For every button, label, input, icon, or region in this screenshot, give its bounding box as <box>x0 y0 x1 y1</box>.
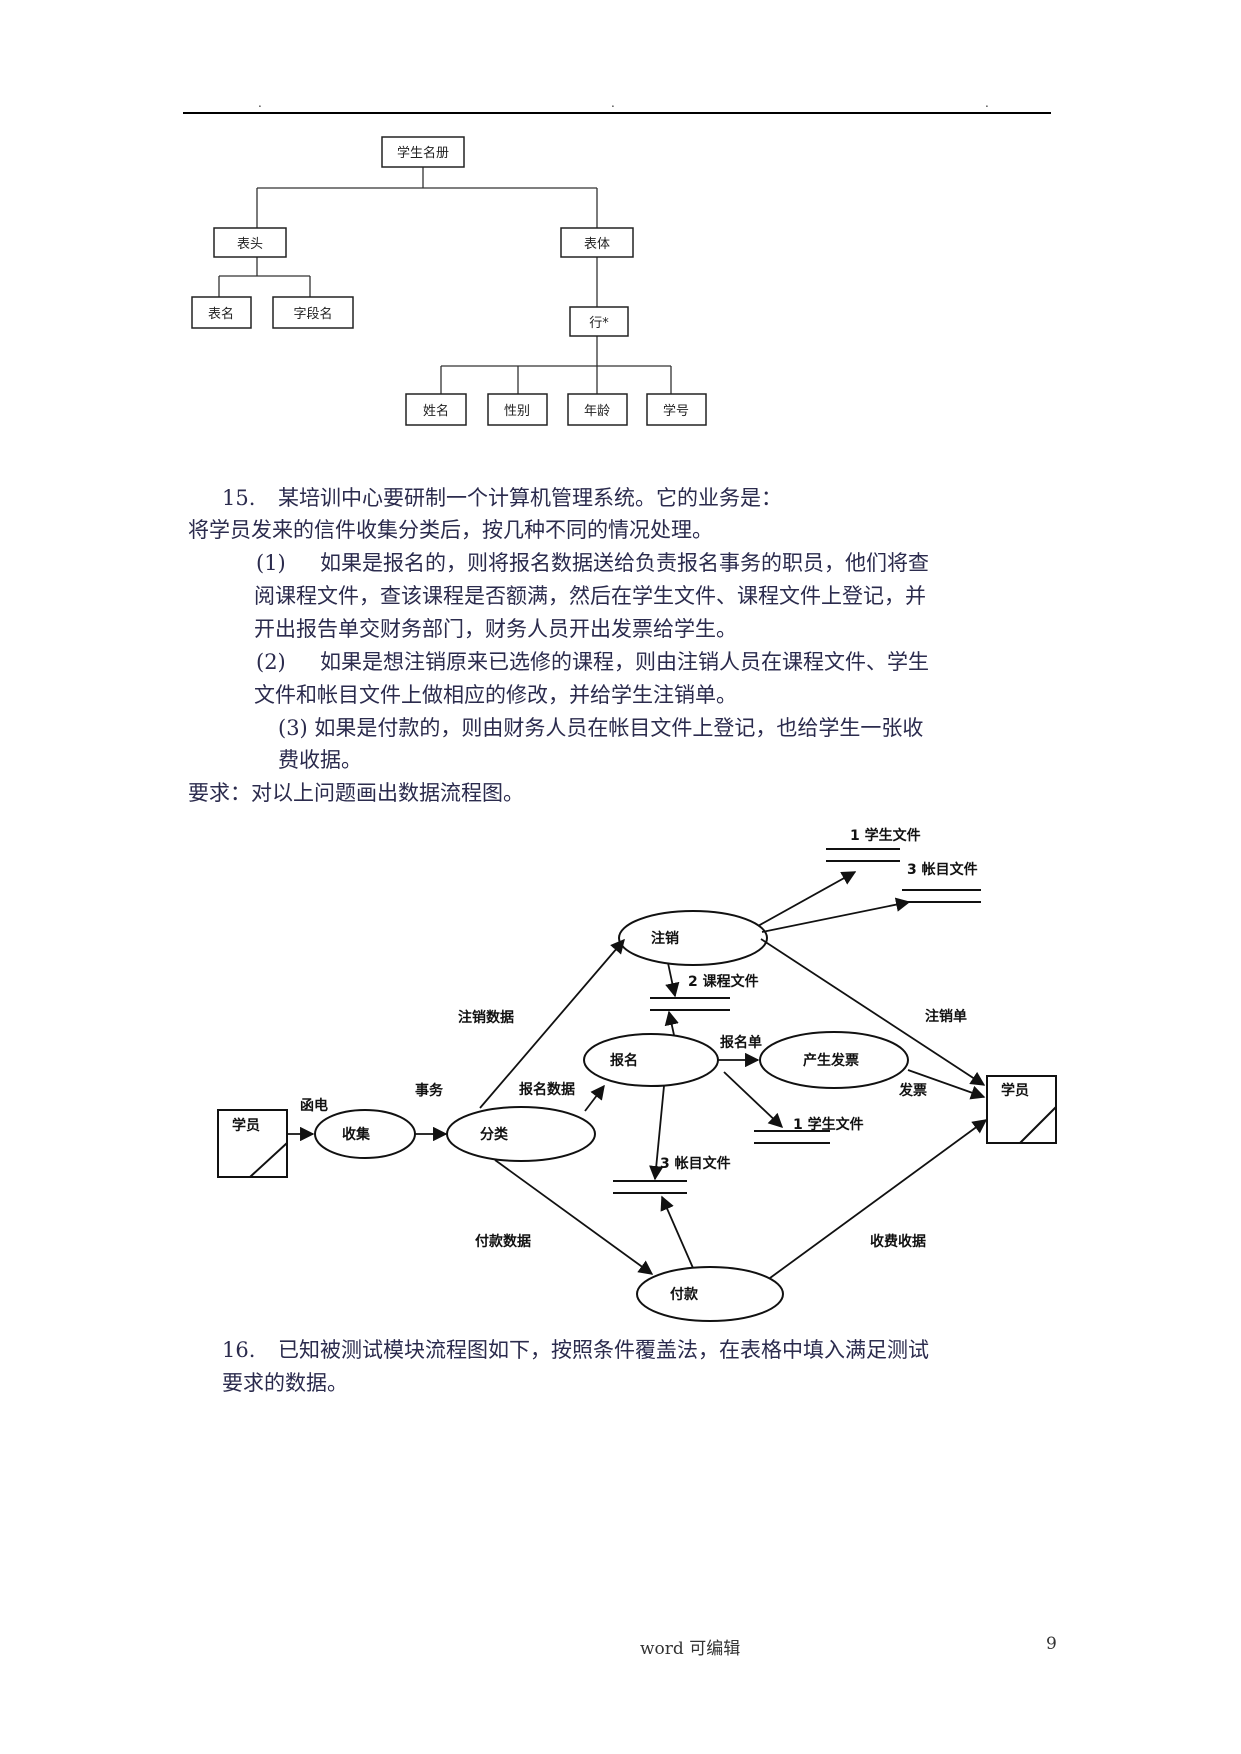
tree-gender-box <box>487 393 548 426</box>
tree-id-box <box>646 393 707 426</box>
q15-item2-line2: 文件和帐目文件上做相应的修改，并给学生注销单。 <box>254 683 737 707</box>
q15-item3-line1: (3) 如果是付款的，则由财务人员在帐目文件上登记，也给学生一张收 <box>278 716 924 740</box>
tree-root-box <box>381 136 465 168</box>
store-course-file: 2 课程文件 <box>688 973 759 990</box>
cancel-label: 注销 <box>651 930 679 947</box>
q15-item1-line3: 开出报告单交财务部门，财务人员开出发票给学生。 <box>254 617 737 641</box>
tree-header-label: 表头 <box>237 237 263 252</box>
footer-text: word 可编辑 <box>640 1639 741 1659</box>
tree-row-label: 行* <box>589 316 609 331</box>
tree-root-label: 学生名册 <box>397 145 449 161</box>
store-account-file-mid: 3 帐目文件 <box>660 1155 731 1172</box>
pay-label: 付款 <box>670 1286 699 1303</box>
flow-label-pay-data: 付款数据 <box>475 1233 531 1250</box>
student-entity-right-label: 学员 <box>1001 1082 1029 1099</box>
header-rule <box>183 112 1051 114</box>
header-dot: . <box>258 96 262 110</box>
flow-label-invoice: 发票 <box>898 1082 927 1099</box>
store-account-file-top: 3 帐目文件 <box>907 861 978 878</box>
page-number: 9 <box>1046 1634 1057 1654</box>
classify-label: 分类 <box>480 1126 509 1143</box>
tree-age-label: 年龄 <box>584 404 610 419</box>
flow-label-letter: 函电 <box>300 1097 328 1114</box>
q15-line2: 将学员发来的信件收集分类后，按几种不同的情况处理。 <box>188 518 713 542</box>
q15-item1-line1: 如果是报名的，则将报名数据送给负责报名事务的职员，他们将查 <box>320 551 929 575</box>
tree-id-label: 学号 <box>663 403 689 419</box>
q15-item1-line2: 阅课程文件，查该课程是否额满，然后在学生文件、课程文件上登记，并 <box>254 584 926 608</box>
q16-line1: 已知被测试模块流程图如下，按照条件覆盖法，在表格中填入满足测试 <box>278 1338 929 1362</box>
q16-number: 16. <box>222 1338 256 1362</box>
student-entity-right <box>986 1075 1057 1144</box>
tree-row-box <box>569 306 629 337</box>
register-process <box>583 1033 719 1087</box>
tree-tablename-label: 表名 <box>208 306 234 322</box>
tree-gender-label: 性别 <box>504 404 530 419</box>
flow-label-cancel-data: 注销数据 <box>458 1009 514 1026</box>
student-roster-tree: 学生名册 表头 表体 表名 字段名 行* 姓名 性别 年龄 学号 <box>191 136 707 426</box>
cancel-process <box>618 910 768 966</box>
student-entity-left-label: 学员 <box>232 1117 260 1134</box>
q15-requirement: 要求：对以上问题画出数据流程图。 <box>188 781 524 805</box>
tree-name-box <box>405 393 467 426</box>
header-dot: . <box>985 96 989 110</box>
invoice-label: 产生发票 <box>803 1052 859 1069</box>
q15-line1: 某培训中心要研制一个计算机管理系统。它的业务是： <box>278 486 782 510</box>
q15-item1-number: (1) <box>256 551 286 575</box>
q16-line2: 要求的数据。 <box>222 1371 348 1395</box>
classify-process <box>446 1106 596 1162</box>
flow-label-receipt: 收费收据 <box>870 1233 926 1250</box>
tree-tablename-box <box>191 296 252 329</box>
header-dot: . <box>611 96 615 110</box>
tree-header-box <box>213 227 287 258</box>
student-entity-left <box>217 1109 288 1178</box>
q15-item2-line1: 如果是想注销原来已选修的课程，则由注销人员在课程文件、学生 <box>320 650 929 674</box>
tree-fieldname-box <box>272 296 354 329</box>
q15-item3-line2: 费收据。 <box>278 748 362 772</box>
invoice-process <box>759 1031 909 1089</box>
tree-body-box <box>560 227 634 258</box>
collect-label: 收集 <box>342 1126 371 1143</box>
flow-label-reg-data: 报名数据 <box>519 1081 575 1098</box>
q15-item2-number: (2) <box>256 650 286 674</box>
flow-label-cancel-form: 注销单 <box>925 1008 967 1025</box>
flow-label-affair: 事务 <box>415 1082 444 1099</box>
store-student-file-top: 1 学生文件 <box>850 827 921 844</box>
tree-name-label: 姓名 <box>423 403 449 419</box>
register-label: 报名 <box>610 1052 638 1069</box>
tree-age-box <box>567 393 628 426</box>
tree-body-label: 表体 <box>584 237 610 252</box>
pay-process <box>636 1266 784 1322</box>
flow-label-reg-form: 报名单 <box>720 1034 762 1051</box>
store-student-file-mid: 1 学生文件 <box>793 1116 864 1133</box>
q15-number: 15. <box>222 486 256 510</box>
tree-fieldname-label: 字段名 <box>293 306 332 322</box>
